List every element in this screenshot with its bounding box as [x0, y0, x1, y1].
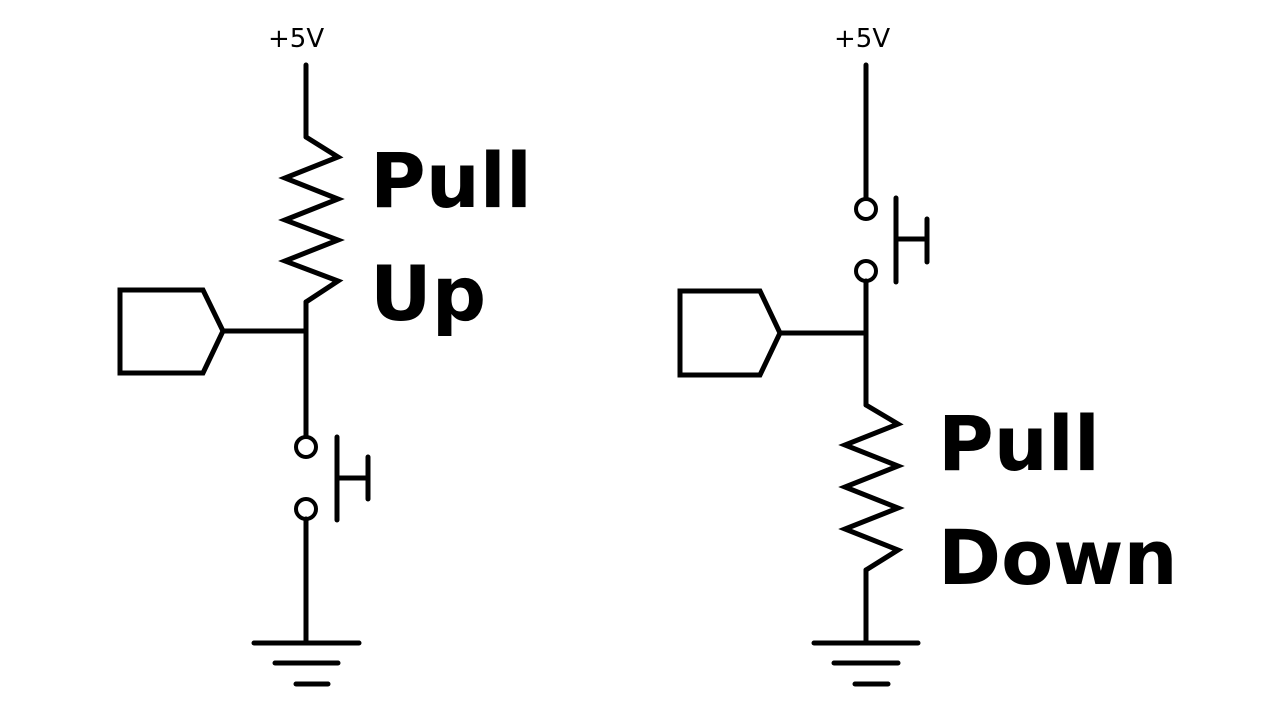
resistor-icon: [838, 402, 905, 573]
resistor-icon: [278, 134, 345, 305]
input-pin-icon: [677, 288, 783, 378]
title-line-2: Down: [938, 513, 1178, 602]
title-line-1: Pull: [370, 136, 532, 225]
pull-down-circuit: +5V Pull Down: [677, 24, 1178, 687]
title-line-1: Pull: [938, 399, 1100, 488]
push-button-icon: [854, 195, 930, 285]
title-line-2: Up: [370, 249, 486, 338]
input-pin-icon: [117, 287, 226, 376]
switch-contact-top: [854, 197, 878, 221]
switch-contact-bottom: [294, 497, 318, 521]
supply-label: +5V: [268, 24, 324, 54]
switch-contact-bottom: [854, 259, 878, 283]
supply-label: +5V: [834, 24, 890, 54]
switch-contact-top: [294, 435, 318, 459]
ground-icon: [811, 640, 921, 687]
ground-icon: [251, 640, 362, 687]
pull-up-circuit: +5V Pull Up: [117, 24, 532, 687]
push-button-icon: [294, 434, 371, 523]
